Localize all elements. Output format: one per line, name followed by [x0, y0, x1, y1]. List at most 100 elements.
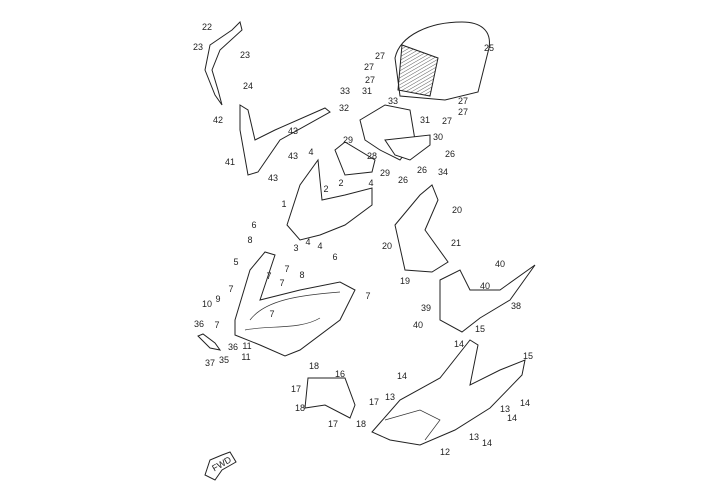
front-side-trim-part: [204, 21, 243, 106]
callout-30: 30: [433, 132, 443, 142]
callout-20: 20: [382, 241, 392, 251]
callout-8: 8: [247, 235, 252, 245]
leg-shield-part: [394, 184, 449, 273]
callout-23: 23: [193, 42, 203, 52]
inner-side-panel-part: [239, 104, 331, 176]
callout-31: 31: [420, 115, 430, 125]
callout-13: 13: [385, 392, 395, 402]
callout-2: 2: [323, 184, 328, 194]
callout-39: 39: [421, 303, 431, 313]
callout-18: 18: [356, 419, 366, 429]
callout-29: 29: [343, 135, 353, 145]
callout-21: 21: [451, 238, 461, 248]
callout-27: 27: [375, 51, 385, 61]
callout-27: 27: [458, 107, 468, 117]
callout-5: 5: [233, 257, 238, 267]
callout-14: 14: [520, 398, 530, 408]
callout-14: 14: [482, 438, 492, 448]
callout-14: 14: [397, 371, 407, 381]
callout-27: 27: [458, 96, 468, 106]
under-cover-part: [371, 339, 526, 446]
callout-36: 36: [228, 342, 238, 352]
callout-20: 20: [452, 205, 462, 215]
callout-42: 42: [213, 115, 223, 125]
callout-17: 17: [328, 419, 338, 429]
callout-11: 11: [241, 352, 250, 362]
callout-26: 26: [398, 175, 408, 185]
callout-34: 34: [438, 167, 448, 177]
callout-25: 25: [484, 43, 494, 53]
callout-33: 33: [388, 96, 398, 106]
callout-7: 7: [284, 264, 289, 274]
callout-18: 18: [309, 361, 319, 371]
callout-24: 24: [243, 81, 253, 91]
callout-17: 17: [369, 397, 379, 407]
inner-box-part: [304, 377, 356, 419]
callout-8: 8: [299, 270, 304, 280]
callout-3: 3: [293, 243, 298, 253]
callout-7: 7: [214, 320, 219, 330]
callout-7: 7: [365, 291, 370, 301]
callout-10: 10: [202, 299, 212, 309]
callout-7: 7: [279, 278, 284, 288]
callout-4: 4: [305, 237, 310, 247]
callout-27: 27: [442, 116, 452, 126]
callout-4: 4: [368, 178, 373, 188]
callout-33: 33: [340, 86, 350, 96]
callout-26: 26: [445, 149, 455, 159]
callout-22: 22: [202, 22, 212, 32]
callout-17: 17: [291, 384, 301, 394]
side-cover-part: [439, 264, 536, 333]
callout-23: 23: [240, 50, 250, 60]
callout-43: 43: [288, 151, 298, 161]
callout-2: 2: [338, 178, 343, 188]
callout-6: 6: [251, 220, 256, 230]
callout-6: 6: [332, 252, 337, 262]
callout-27: 27: [364, 62, 374, 72]
callout-13: 13: [469, 432, 479, 442]
callout-16: 16: [335, 369, 345, 379]
callout-15: 15: [523, 351, 533, 361]
callout-19: 19: [400, 276, 410, 286]
front-panel-part: [234, 251, 356, 357]
callout-1: 1: [281, 199, 286, 209]
callout-9: 9: [215, 294, 220, 304]
callout-40: 40: [413, 320, 423, 330]
callout-4: 4: [308, 147, 313, 157]
callout-43: 43: [268, 173, 278, 183]
callout-7: 7: [269, 309, 274, 319]
callout-18: 18: [295, 403, 305, 413]
callout-13: 13: [500, 404, 510, 414]
callout-14: 14: [454, 339, 464, 349]
callout-15: 15: [475, 324, 485, 334]
callout-12: 12: [440, 447, 450, 457]
callout-40: 40: [495, 259, 505, 269]
callout-26: 26: [417, 165, 427, 175]
callout-28: 28: [367, 151, 377, 161]
callout-7: 7: [266, 271, 271, 281]
cover-part: [334, 141, 376, 176]
stay-part: [384, 134, 431, 161]
callout-43: 43: [288, 126, 298, 136]
callout-35: 35: [219, 355, 229, 365]
callout-40: 40: [480, 281, 490, 291]
callout-27: 27: [365, 75, 375, 85]
callout-36: 36: [194, 319, 204, 329]
callout-38: 38: [511, 301, 521, 311]
callout-4: 4: [317, 241, 322, 251]
callout-32: 32: [339, 103, 349, 113]
front-cover-part: [286, 158, 373, 241]
callout-41: 41: [225, 157, 235, 167]
windscreen-tint: [397, 44, 439, 97]
callout-11: 11: [242, 341, 251, 351]
callout-14: 14: [507, 413, 517, 423]
callout-29: 29: [380, 168, 390, 178]
bracket-part: [197, 333, 222, 351]
callout-7: 7: [228, 284, 233, 294]
callout-31: 31: [362, 86, 372, 96]
callout-37: 37: [205, 358, 215, 368]
fwd-arrow-icon: [204, 451, 237, 481]
